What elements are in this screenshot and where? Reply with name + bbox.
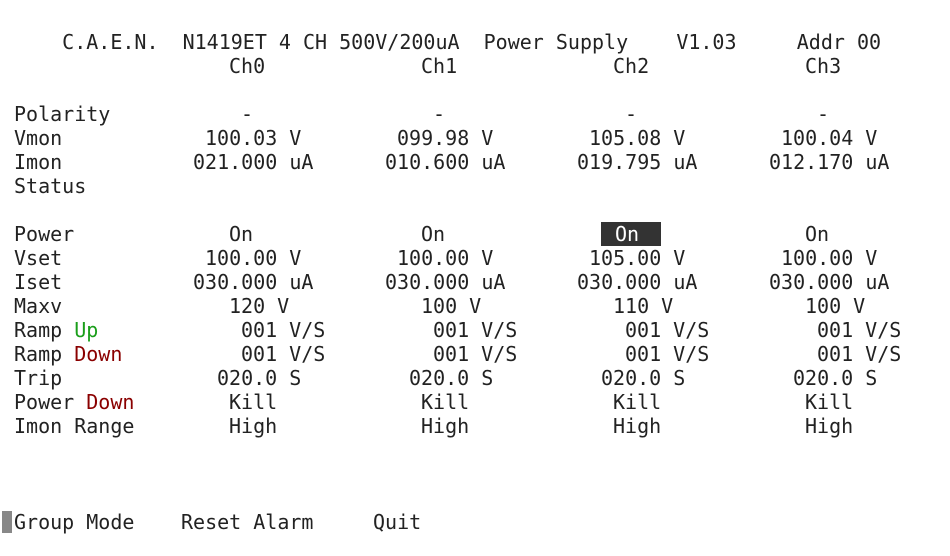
header-sep-2 — [460, 30, 484, 54]
imon-range-ch0[interactable]: High — [229, 414, 278, 438]
trip-ch0[interactable]: 020.0 S — [217, 366, 302, 390]
power-down-ch2[interactable]: Kill — [613, 390, 662, 414]
polarity-ch3[interactable]: - — [817, 102, 830, 126]
trip-ch1[interactable]: 020.0 S — [409, 366, 494, 390]
iset-ch3[interactable]: 030.000 uA — [769, 270, 890, 294]
imon-range-ch2[interactable]: High — [613, 414, 662, 438]
ramp-up-ch2[interactable]: 001 V/S — [625, 318, 710, 342]
header-sep-1 — [159, 30, 183, 54]
header-sep-4 — [737, 30, 797, 54]
label-ramp-up: Ramp Up — [14, 318, 98, 342]
imon-ch3: 012.170 uA — [769, 150, 890, 174]
header-model: N1419ET 4 CH 500V/200uA — [182, 30, 460, 54]
power-ch0[interactable]: On — [229, 222, 254, 246]
ramp-up-ch1[interactable]: 001 V/S — [433, 318, 518, 342]
imon-ch2: 019.795 uA — [577, 150, 698, 174]
ramp-down-ch2[interactable]: 001 V/S — [625, 342, 710, 366]
header-version: V1.03 — [676, 30, 737, 54]
polarity-ch1[interactable]: - — [433, 102, 446, 126]
reset-alarm-button[interactable]: Reset Alarm — [181, 510, 314, 534]
imon-ch1: 010.600 uA — [385, 150, 506, 174]
header-device: Power Supply — [483, 30, 629, 54]
label-ramp-down-prefix: Ramp — [14, 342, 75, 366]
label-power-down: Power Down — [14, 390, 134, 414]
header-brand: C.A.E.N. — [62, 30, 159, 54]
quit-button[interactable]: Quit — [373, 510, 422, 534]
label-vmon: Vmon — [14, 126, 63, 150]
trip-ch3[interactable]: 020.0 S — [793, 366, 878, 390]
vset-ch3[interactable]: 100.00 V — [781, 246, 878, 270]
trip-ch2[interactable]: 020.0 S — [601, 366, 686, 390]
label-ramp-up-prefix: Ramp — [14, 318, 75, 342]
ramp-up-ch3[interactable]: 001 V/S — [817, 318, 902, 342]
power-down-ch0[interactable]: Kill — [229, 390, 278, 414]
imon-range-ch3[interactable]: High — [805, 414, 854, 438]
vset-ch2[interactable]: 105.00 V — [589, 246, 686, 270]
polarity-ch0[interactable]: - — [241, 102, 254, 126]
label-maxv: Maxv — [14, 294, 63, 318]
maxv-ch1[interactable]: 100 V — [421, 294, 482, 318]
label-iset: Iset — [14, 270, 63, 294]
maxv-ch0[interactable]: 120 V — [229, 294, 290, 318]
iset-ch0[interactable]: 030.000 uA — [193, 270, 314, 294]
terminal-cursor — [2, 511, 12, 533]
label-ramp-down-word: Down — [74, 342, 123, 366]
label-power: Power — [14, 222, 75, 246]
polarity-ch2[interactable]: - — [625, 102, 638, 126]
iset-ch1[interactable]: 030.000 uA — [385, 270, 506, 294]
label-power-down-word: Down — [86, 390, 135, 414]
channel-header-3: Ch3 — [805, 54, 842, 78]
power-down-ch1[interactable]: Kill — [421, 390, 470, 414]
vset-ch1[interactable]: 100.00 V — [397, 246, 494, 270]
group-mode-button[interactable]: Group Mode — [14, 510, 135, 534]
vset-ch0[interactable]: 100.00 V — [205, 246, 302, 270]
label-trip: Trip — [14, 366, 63, 390]
ramp-down-ch1[interactable]: 001 V/S — [433, 342, 518, 366]
label-imon-range: Imon Range — [14, 414, 135, 438]
imon-range-ch1[interactable]: High — [421, 414, 470, 438]
power-ch2-selected[interactable]: On — [601, 222, 661, 246]
power-down-ch3[interactable]: Kill — [805, 390, 854, 414]
label-imon: Imon — [14, 150, 63, 174]
iset-ch2[interactable]: 030.000 uA — [577, 270, 698, 294]
maxv-ch3[interactable]: 100 V — [805, 294, 866, 318]
label-status: Status — [14, 174, 87, 198]
header-sep-3 — [628, 30, 676, 54]
power-ch1[interactable]: On — [421, 222, 446, 246]
label-ramp-up-word: Up — [74, 318, 99, 342]
maxv-ch2[interactable]: 110 V — [613, 294, 674, 318]
power-ch3[interactable]: On — [805, 222, 830, 246]
vmon-ch2: 105.08 V — [589, 126, 686, 150]
label-polarity: Polarity — [14, 102, 111, 126]
header-line: C.A.E.N. N1419ET 4 CH 500V/200uA Power S… — [14, 6, 881, 54]
label-vset: Vset — [14, 246, 63, 270]
header-address: Addr 00 — [796, 30, 882, 54]
vmon-ch3: 100.04 V — [781, 126, 878, 150]
label-ramp-down: Ramp Down — [14, 342, 122, 366]
channel-header-1: Ch1 — [421, 54, 458, 78]
ramp-down-ch3[interactable]: 001 V/S — [817, 342, 902, 366]
label-power-down-prefix: Power — [14, 390, 87, 414]
ramp-down-ch0[interactable]: 001 V/S — [241, 342, 326, 366]
channel-header-2: Ch2 — [613, 54, 650, 78]
imon-ch0: 021.000 uA — [193, 150, 314, 174]
vmon-ch1: 099.98 V — [397, 126, 494, 150]
channel-header-0: Ch0 — [229, 54, 266, 78]
vmon-ch0: 100.03 V — [205, 126, 302, 150]
ramp-up-ch0[interactable]: 001 V/S — [241, 318, 326, 342]
